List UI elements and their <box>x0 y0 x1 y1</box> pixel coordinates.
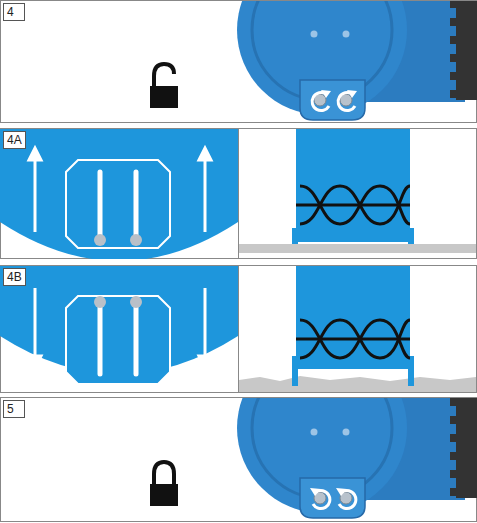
step-number-box: 4A <box>3 131 26 149</box>
step-number: 4B <box>7 270 22 284</box>
step-number-box: 5 <box>3 400 25 418</box>
step-number-box: 4 <box>3 3 25 21</box>
step-number: 4 <box>7 5 14 19</box>
step-number: 4A <box>7 133 22 147</box>
step-number: 5 <box>7 402 14 416</box>
step-number-box: 4B <box>3 268 26 286</box>
